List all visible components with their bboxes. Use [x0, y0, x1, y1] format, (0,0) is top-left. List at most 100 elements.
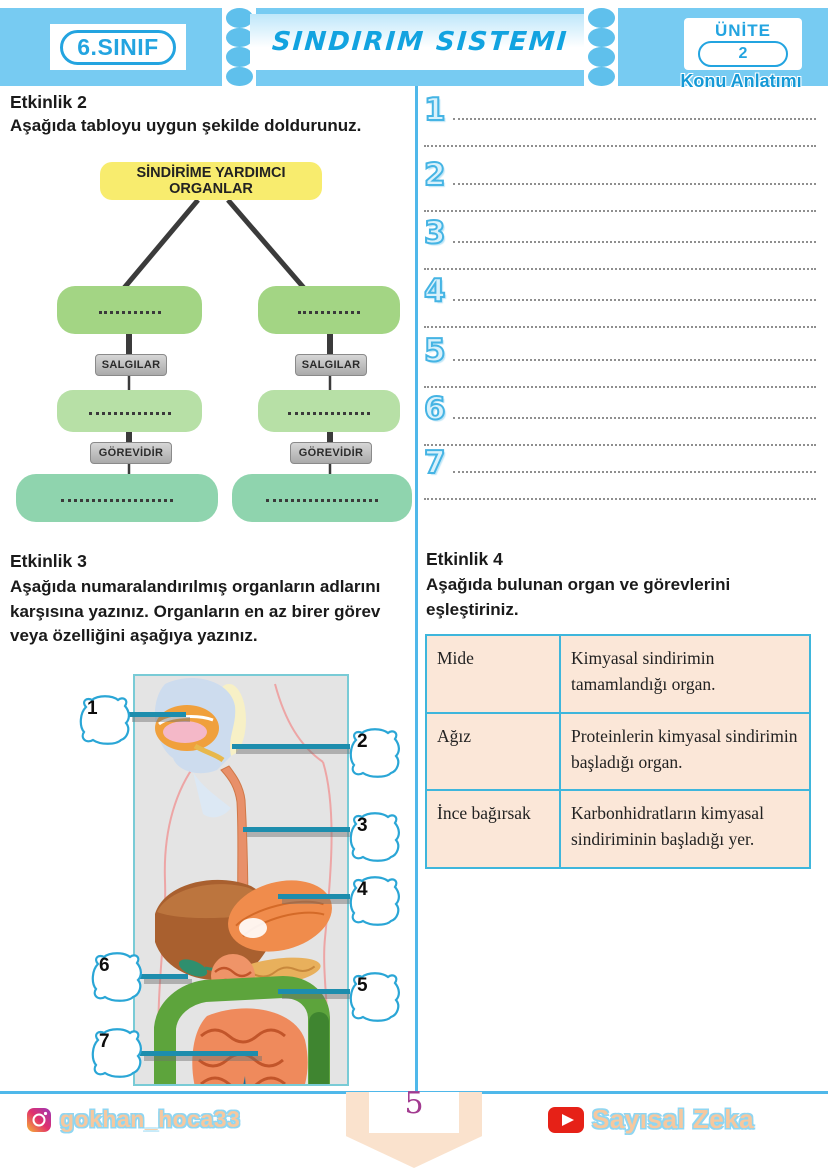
answer-dotted-line: [424, 143, 816, 147]
header-banner: 6.SINIF SINDIRIM SISTEMI ÜNİTE 2 Konu An…: [0, 8, 828, 91]
definition-cell: Proteinlerin kimyasal sindirimin başladı…: [559, 711, 811, 791]
figure-label-1: 1: [78, 695, 132, 745]
digestive-figure-frame: [133, 674, 349, 1171]
figure-label-2: 2: [348, 728, 402, 778]
filmstrip-dot: [225, 27, 253, 47]
definition-cell: Karbonhidratların kimyasal sindiriminin …: [559, 789, 811, 869]
answer-dotted-line: [452, 469, 816, 473]
diagram-salgilar-badge-left: SALGILAR: [95, 354, 167, 376]
answer-dotted-line: [424, 442, 816, 446]
diagram-blank-secretion-right: [258, 390, 400, 432]
answer-dotted-line: [452, 415, 816, 419]
page-number: 5: [404, 1086, 424, 1121]
etkinlik2-diagram: SİNDİRİME YARDIMCI ORGANLAR SALGILAR SAL…: [2, 158, 414, 528]
answer-number: 3: [423, 215, 447, 251]
answer-dotted-line: [424, 208, 816, 212]
filmstrip-dot: [225, 8, 253, 28]
grade-badge: 6.SINIF: [50, 24, 186, 70]
pointer-line-5: [278, 989, 350, 994]
answer-dotted-line: [452, 297, 816, 301]
answer-dotted-line: [452, 181, 816, 185]
digestive-system-illustration: [154, 678, 333, 1171]
pointer-line-4: [278, 894, 350, 899]
etkinlik3-instruction: Aşağıda numaralandırılmış organların adl…: [10, 577, 381, 646]
table-row: İnce bağırsak Karbonhidratların kimyasal…: [425, 789, 811, 869]
etkinlik4-heading: Etkinlik 4: [426, 549, 503, 569]
table-row: Ağız Proteinlerin kimyasal sindirimin ba…: [425, 711, 811, 791]
organ-cell: Mide: [425, 634, 561, 714]
etkinlik2-instruction: Aşağıda tabloyu uygun şekilde doldurunuz…: [10, 116, 362, 135]
answer-number: 5: [423, 333, 447, 369]
diagram-salgilar-badge-right: SALGILAR: [295, 354, 367, 376]
instagram-icon: [27, 1107, 51, 1132]
etkinlik2-heading: Etkinlik 2: [10, 92, 87, 112]
diagram-gorevidir-badge-right: GÖREVİDİR: [290, 442, 372, 464]
page-title: SINDIRIM SISTEMI: [270, 27, 570, 57]
table-row: Mide Kimyasal sindirimin tamamlandığı or…: [425, 634, 811, 714]
answer-dotted-line: [424, 384, 816, 388]
filmstrip-dot: [587, 66, 615, 86]
organ-cell: Ağız: [425, 711, 561, 791]
answer-dotted-line: [424, 324, 816, 328]
unit-number: 2: [698, 40, 788, 67]
instagram-credit: gokhan_hoca33: [26, 1106, 240, 1133]
filmstrip-dot: [587, 47, 615, 67]
pointer-line-2: [232, 744, 350, 749]
answer-dotted-line: [452, 239, 816, 243]
diagram-root-box: SİNDİRİME YARDIMCI ORGANLAR: [100, 162, 322, 200]
diagram-blank-secretion-left: [57, 390, 202, 432]
unit-label: ÜNİTE: [715, 20, 771, 40]
page-number-ribbon: [346, 1092, 482, 1168]
diagram-gorevidir-badge-left: GÖREVİDİR: [90, 442, 172, 464]
filmstrip-dot: [587, 27, 615, 47]
answer-number: 6: [423, 391, 447, 427]
pointer-line-6: [140, 974, 188, 979]
filmstrip-dot: [587, 8, 615, 28]
filmstrip-dot: [225, 47, 253, 67]
answer-line-item: 6: [423, 391, 816, 446]
grade-badge-label: 6.SINIF: [60, 29, 176, 65]
pointer-line-1: [128, 712, 186, 717]
diagram-blank-duty-right: [232, 474, 412, 522]
diagram-blank-organ-left: [57, 286, 202, 334]
diagram-blank-organ-right: [258, 286, 400, 334]
answer-number: 2: [423, 157, 447, 193]
figure-label-7: 7: [90, 1028, 144, 1078]
organ-match-table: Mide Kimyasal sindirimin tamamlandığı or…: [425, 634, 811, 869]
title-band: SINDIRIM SISTEMI: [250, 14, 590, 70]
pointer-line-3: [243, 827, 350, 832]
diagram-connector-lines: [122, 198, 333, 478]
answer-dotted-line: [424, 496, 816, 500]
answer-line-item: 2: [423, 157, 816, 212]
answer-number: 4: [423, 273, 447, 309]
etkinlik3-heading: Etkinlik 3: [10, 551, 87, 571]
answer-dotted-line: [424, 266, 816, 270]
answer-line-item: 4: [423, 273, 816, 328]
diagram-blank-duty-left: [16, 474, 218, 522]
pointer-line-7: [140, 1051, 258, 1056]
answer-line-item: 3: [423, 215, 816, 270]
filmstrip-dot: [225, 66, 253, 86]
figure-label-3: 3: [348, 812, 402, 862]
organ-cell: İnce bağırsak: [425, 789, 561, 869]
answer-number: 7: [423, 445, 447, 481]
unit-subtitle: Konu Anlatımı: [680, 71, 802, 91]
answer-dotted-line: [452, 116, 816, 120]
figure-label-5: 5: [348, 972, 402, 1022]
figure-label-4: 4: [348, 876, 402, 926]
definition-cell: Kimyasal sindirimin tamamlandığı organ.: [559, 634, 811, 714]
youtube-label: Sayısal Zeka: [592, 1104, 755, 1134]
answer-number: 1: [423, 92, 447, 128]
column-divider: [415, 86, 418, 1092]
answer-line-item: 1: [423, 92, 816, 147]
filmstrip-right-decoration: [584, 8, 618, 86]
instagram-handle: gokhan_hoca33: [60, 1106, 241, 1132]
youtube-credit: Sayısal Zeka: [548, 1104, 754, 1135]
figure-label-6: 6: [90, 952, 144, 1002]
answer-line-item: 5: [423, 333, 816, 388]
answer-dotted-line: [452, 357, 816, 361]
etkinlik4-instruction: Aşağıda bulunan organ ve görevlerini eşl…: [426, 575, 731, 619]
youtube-icon: [548, 1106, 584, 1133]
unit-badge: ÜNİTE 2: [684, 18, 802, 70]
